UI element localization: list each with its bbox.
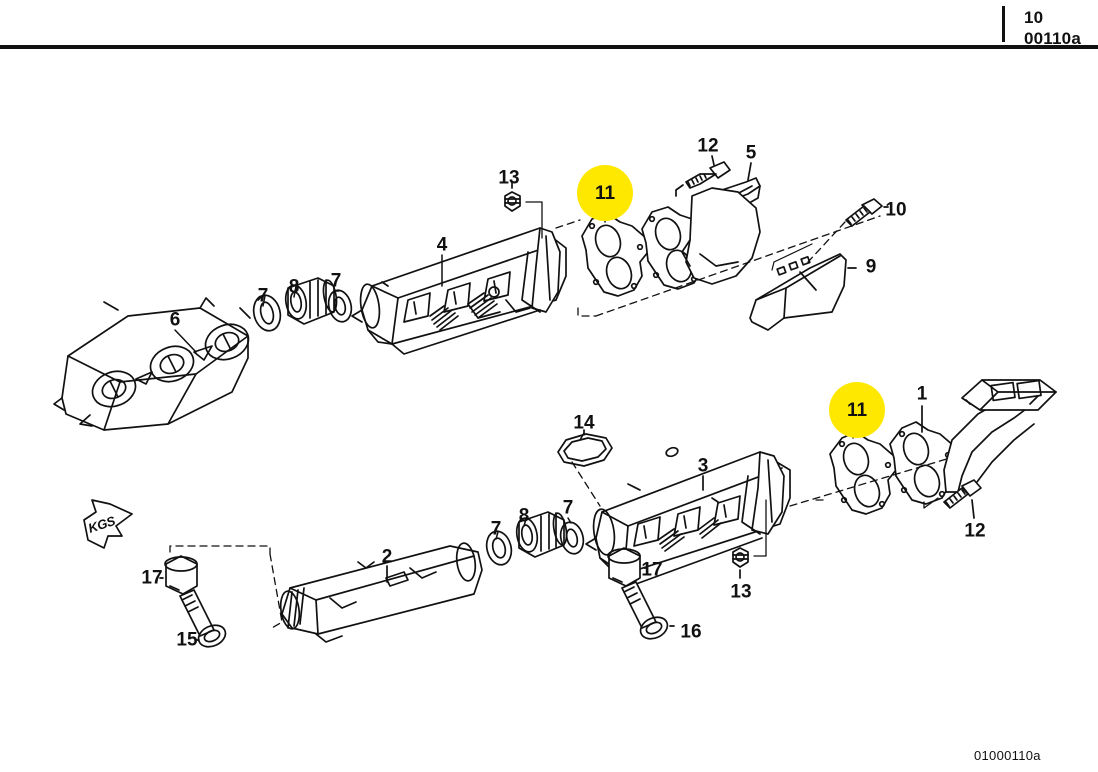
assembly-line-10-9 (807, 221, 846, 263)
part-17-sleeve-left (164, 555, 198, 595)
callout-4-1: 4 (436, 234, 448, 256)
part-5-bracket (681, 177, 761, 285)
header-code-top: 10 (1024, 8, 1044, 27)
part-10-screw (845, 198, 883, 227)
header-rule (0, 45, 1098, 49)
callout-8-3: 8 (288, 276, 300, 298)
part-14-ring-gasket (557, 433, 613, 467)
part-13-nut-lower (732, 547, 749, 568)
assembly-line-14-3 (571, 461, 601, 507)
callout-12-6: 12 (697, 135, 719, 157)
part-9-heat-shield (749, 243, 847, 331)
callout-17-17: 17 (641, 559, 663, 581)
leader-13-lower-bracket (753, 499, 767, 557)
assembly-axis-upper-2 (555, 219, 581, 229)
leader-12-upper (711, 155, 715, 166)
part-1-exhaust-manifold (943, 379, 1057, 493)
highlight-bubble-11-1[interactable]: 11 (829, 382, 885, 438)
footer-code: 01000110a (974, 748, 1041, 763)
callout-16-19: 16 (680, 621, 702, 643)
header-divider (1002, 6, 1005, 42)
callout-7-2: 7 (257, 285, 269, 307)
callout-15-22: 15 (176, 629, 198, 651)
callout-7-4: 7 (330, 270, 342, 292)
part-15-bolt (179, 589, 227, 648)
part-8-sleeve-lower (515, 511, 568, 558)
part-13-nut-upper (504, 191, 521, 212)
assembly-axis-lower (789, 457, 951, 507)
callout-9-9: 9 (865, 256, 877, 278)
callout-14-10: 14 (573, 412, 595, 434)
callout-13-18: 13 (730, 581, 752, 603)
callout-2-20: 2 (381, 546, 393, 568)
part-11-gasket-lower (829, 431, 897, 515)
part-12-bolt-lower (943, 479, 982, 509)
part-7-washer-upper-left (252, 294, 282, 332)
leader-12-lower (971, 499, 975, 519)
callout-8-15: 8 (518, 505, 530, 527)
callout-1-12: 1 (916, 383, 928, 405)
leader-13-bracket-upper (525, 201, 543, 239)
part-6-head-gasket (53, 297, 251, 431)
kgs-label: KGS (86, 513, 117, 536)
part-11-gasket-upper (581, 213, 649, 297)
kgs-direction-marker: KGS (78, 497, 140, 555)
assembly-bracket-15-17 (169, 545, 271, 555)
part-4-manifold (351, 227, 567, 355)
callout-17-21: 17 (141, 567, 163, 589)
leader-5 (747, 162, 752, 181)
callout-7-16: 7 (562, 497, 574, 519)
part-2-pipe (279, 542, 483, 643)
highlight-label: 11 (594, 182, 616, 204)
header-code-bottom: 00110a (1024, 29, 1081, 48)
highlight-bubble-11-0[interactable]: 11 (577, 165, 633, 221)
kgs-arrow-marker (83, 499, 133, 549)
callout-7-14: 7 (490, 518, 502, 540)
callout-10-8: 10 (885, 199, 907, 221)
callout-13-0: 13 (498, 167, 520, 189)
callout-5-7: 5 (745, 142, 757, 164)
assembly-bracket-15-17-b (269, 553, 283, 629)
callout-3-11: 3 (697, 455, 709, 477)
assembly-axis-upper-left (577, 307, 597, 317)
callout-6-5: 6 (169, 309, 181, 331)
callout-12-13: 12 (964, 520, 986, 542)
part-17-sleeve-lower (607, 547, 641, 587)
part-8-sleeve-upper (284, 277, 338, 325)
assembly-axis-upper (595, 215, 881, 317)
part-16-bolt (621, 581, 669, 640)
highlight-label: 11 (846, 399, 868, 421)
part-7-washer-lower-right (559, 521, 585, 555)
part-12-bolt-upper (675, 161, 731, 197)
leader-12-lower-bracket (923, 497, 939, 509)
